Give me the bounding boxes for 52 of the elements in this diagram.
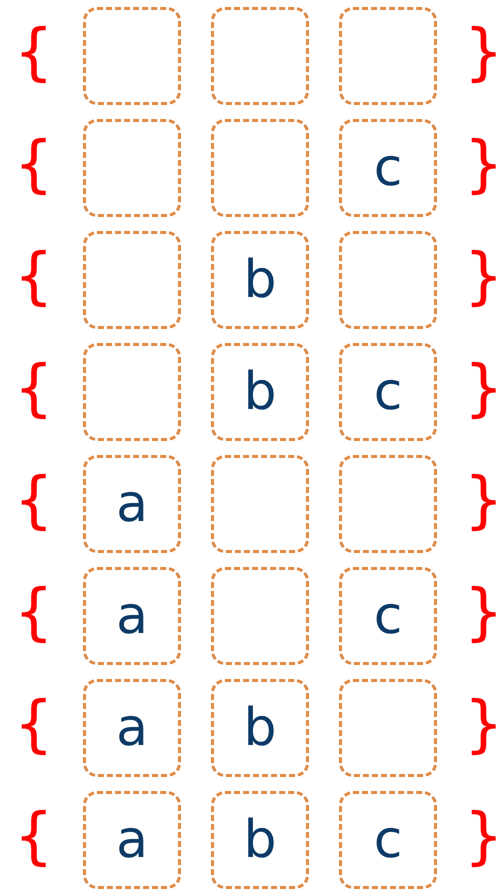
letter-label: b — [243, 254, 276, 306]
empty-dashed-box — [211, 7, 309, 105]
closing-brace: } — [464, 21, 500, 83]
letter-label: a — [116, 814, 148, 866]
opening-brace: { — [14, 133, 54, 195]
empty-dashed-box — [83, 231, 181, 329]
opening-brace: { — [14, 21, 54, 83]
empty-dashed-box — [339, 679, 437, 777]
dashed-box — [339, 343, 437, 441]
dashed-box — [83, 791, 181, 889]
opening-brace: { — [14, 693, 54, 755]
letter-label: b — [243, 366, 276, 418]
dashed-box — [83, 455, 181, 553]
dashed-box — [211, 679, 309, 777]
empty-dashed-box — [211, 455, 309, 553]
letter-label: c — [374, 366, 402, 418]
letter-label: c — [374, 142, 402, 194]
closing-brace: } — [464, 693, 500, 755]
letter-label: c — [374, 590, 402, 642]
letter-label: b — [243, 702, 276, 754]
empty-dashed-box — [83, 119, 181, 217]
empty-dashed-box — [339, 231, 437, 329]
dashed-box — [339, 567, 437, 665]
dashed-box — [83, 679, 181, 777]
closing-brace: } — [464, 245, 500, 307]
letter-label: b — [243, 814, 276, 866]
letter-label: a — [116, 702, 148, 754]
closing-brace: } — [464, 581, 500, 643]
opening-brace: { — [14, 581, 54, 643]
closing-brace: } — [464, 805, 500, 867]
opening-brace: { — [14, 805, 54, 867]
empty-dashed-box — [211, 567, 309, 665]
empty-dashed-box — [83, 7, 181, 105]
dashed-box — [211, 343, 309, 441]
closing-brace: } — [464, 469, 500, 531]
opening-brace: { — [14, 357, 54, 419]
empty-dashed-box — [211, 119, 309, 217]
opening-brace: { — [14, 245, 54, 307]
dashed-box — [211, 791, 309, 889]
letter-label: c — [374, 814, 402, 866]
empty-dashed-box — [83, 343, 181, 441]
dashed-box — [339, 791, 437, 889]
opening-brace: { — [14, 469, 54, 531]
letter-label: a — [116, 478, 148, 530]
dashed-box — [339, 119, 437, 217]
dashed-box — [211, 231, 309, 329]
empty-dashed-box — [339, 455, 437, 553]
closing-brace: } — [464, 133, 500, 195]
letter-label: a — [116, 590, 148, 642]
empty-dashed-box — [339, 7, 437, 105]
closing-brace: } — [464, 357, 500, 419]
dashed-box — [83, 567, 181, 665]
